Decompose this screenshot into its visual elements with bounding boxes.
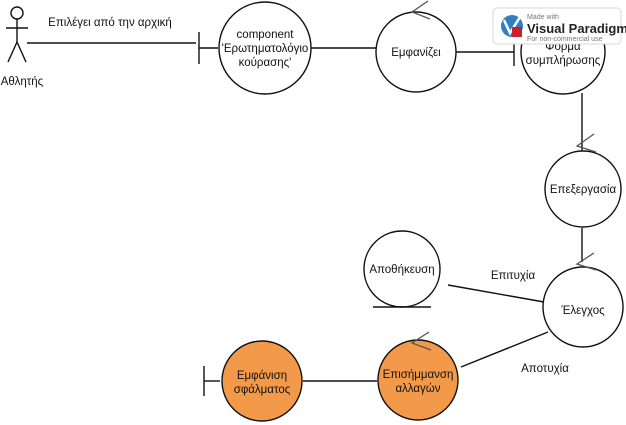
node-display-label: Εμφανίζει	[391, 47, 441, 59]
edge-check-mark	[460, 331, 549, 368]
actor-athlete[interactable]: Αθλητής	[1, 6, 44, 88]
edge-label-success: Επιτυχία	[491, 270, 536, 282]
control-circle	[375, 11, 457, 93]
node-component-line3: κούρασης'	[239, 57, 292, 69]
node-mark[interactable]: Επισήμμανση αλλαγών	[377, 331, 459, 421]
control-circle	[377, 339, 459, 421]
node-processing[interactable]: Επεξεργασία	[544, 133, 622, 228]
control-arrow-icon	[575, 133, 597, 153]
node-component-line1: component	[237, 29, 295, 41]
node-error-line2: σφάλματος	[234, 384, 291, 396]
boundary-circle	[221, 340, 303, 422]
node-mark-line1: Επισήμμανση	[383, 369, 454, 381]
control-circle	[544, 150, 622, 228]
actor-label: Αθλητής	[1, 76, 44, 88]
watermark-line3: For non-commercial use	[527, 36, 603, 43]
node-component-line2: 'Ερωτηματολόγιο	[222, 43, 309, 55]
control-arrow-icon	[410, 0, 431, 20]
actor-head	[10, 6, 24, 20]
watermark-line1: Made with	[527, 14, 559, 21]
actor-left-leg	[7, 41, 18, 63]
node-display[interactable]: Εμφανίζει	[375, 0, 457, 93]
watermark-brand: Visual Paradigm	[527, 21, 626, 36]
node-error[interactable]: Εμφάνιση σφάλματος	[203, 340, 303, 422]
node-mark-line2: αλλαγών	[395, 383, 440, 395]
node-check[interactable]: Έλεγχος	[542, 252, 624, 348]
node-save-label: Αποθήκευση	[369, 264, 434, 276]
node-form-line2: συμπλήρωσης	[526, 55, 601, 67]
node-error-line1: Εμφάνιση	[237, 370, 287, 382]
edge-check-save	[447, 284, 545, 303]
node-component[interactable]: component 'Ερωτηματολόγιο κούρασης'	[198, 1, 312, 95]
node-processing-label: Επεξεργασία	[550, 184, 617, 196]
control-arrow-icon	[410, 331, 432, 351]
edge-label-select: Επιλέγει από την αρχική	[48, 17, 172, 29]
boundary-circle	[218, 1, 312, 95]
control-circle	[542, 266, 624, 348]
watermark-badge: Made with Visual Paradigm For non-commer…	[492, 7, 626, 45]
actor-right-leg	[16, 41, 27, 63]
watermark-box	[492, 7, 622, 45]
control-arrow-icon	[575, 252, 597, 271]
node-check-label: Έλεγχος	[560, 305, 605, 317]
visual-paradigm-logo-icon	[501, 15, 523, 37]
edge-label-failure: Αποτυχία	[521, 363, 569, 375]
node-save[interactable]: Αποθήκευση	[363, 230, 441, 308]
